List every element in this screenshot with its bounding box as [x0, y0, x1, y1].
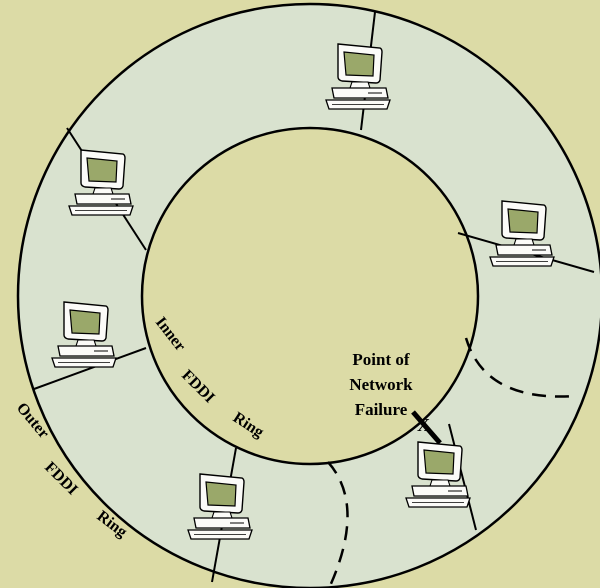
inner-fddi-ring — [140, 126, 480, 466]
failure-label: Point of Network Failure X — [349, 350, 430, 435]
wrap-path-dashes — [327, 337, 576, 587]
ring-break-mark — [411, 410, 442, 445]
failure-line-1: Point of — [352, 350, 409, 369]
failure-line-2: Network — [349, 375, 413, 394]
failure-x-mark: X — [417, 415, 430, 435]
failure-line-3: Failure — [355, 400, 408, 419]
